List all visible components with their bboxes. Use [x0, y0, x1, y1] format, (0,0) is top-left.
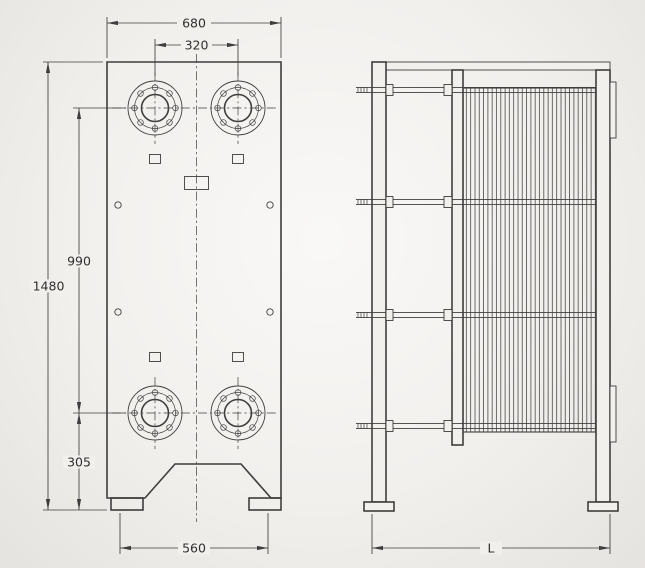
lug-top-left [149, 154, 161, 164]
nameplate [184, 176, 209, 190]
lug-bottom-left [149, 352, 161, 362]
dim-vertical-port-spacing: 990 [63, 107, 126, 414]
foot-pad-right [248, 497, 282, 511]
foot-pad-left [110, 497, 144, 511]
dim-port-to-base: 305 [63, 413, 95, 510]
centerlines [112, 54, 276, 522]
dim-foot-spacing-label: 560 [182, 541, 206, 556]
tie-bolt-3 [356, 309, 596, 321]
dim-foot-spacing: 560 [119, 513, 269, 556]
dim-overall-width: 680 [106, 16, 282, 58]
lug-bottom-right [232, 352, 244, 362]
dim-overall-length: L [371, 514, 611, 556]
tie-bolt-2 [356, 196, 596, 208]
dim-port-to-base-label: 305 [67, 455, 91, 470]
guide-plate-bottom [609, 385, 617, 443]
dim-overall-width-label: 680 [182, 16, 206, 31]
lug-top-right [232, 154, 244, 164]
plate-pack [462, 87, 597, 433]
column-foot-left [363, 501, 395, 512]
side-view: L [356, 61, 619, 556]
guide-plate-top [609, 81, 617, 139]
dim-top-port-spacing: 320 [154, 38, 239, 76]
dim-overall-length-label: L [488, 541, 495, 556]
fixed-frame-plate [371, 61, 387, 503]
dim-top-port-spacing-label: 320 [185, 38, 209, 53]
plate-outline [106, 61, 282, 499]
column-foot-right [587, 501, 619, 512]
pressure-plate [451, 69, 464, 446]
carrying-bar [371, 61, 611, 71]
tie-bolt-1 [356, 84, 596, 96]
dim-overall-height-label: 1480 [33, 279, 65, 294]
edge-bolt-holes [114, 201, 274, 316]
dim-vertical-port-spacing-label: 990 [67, 254, 91, 269]
front-view: 680 320 1480 990 [30, 16, 282, 556]
support-column [595, 69, 611, 503]
tie-bolt-4 [356, 420, 596, 432]
dim-overall-height: 1480 [30, 61, 107, 511]
